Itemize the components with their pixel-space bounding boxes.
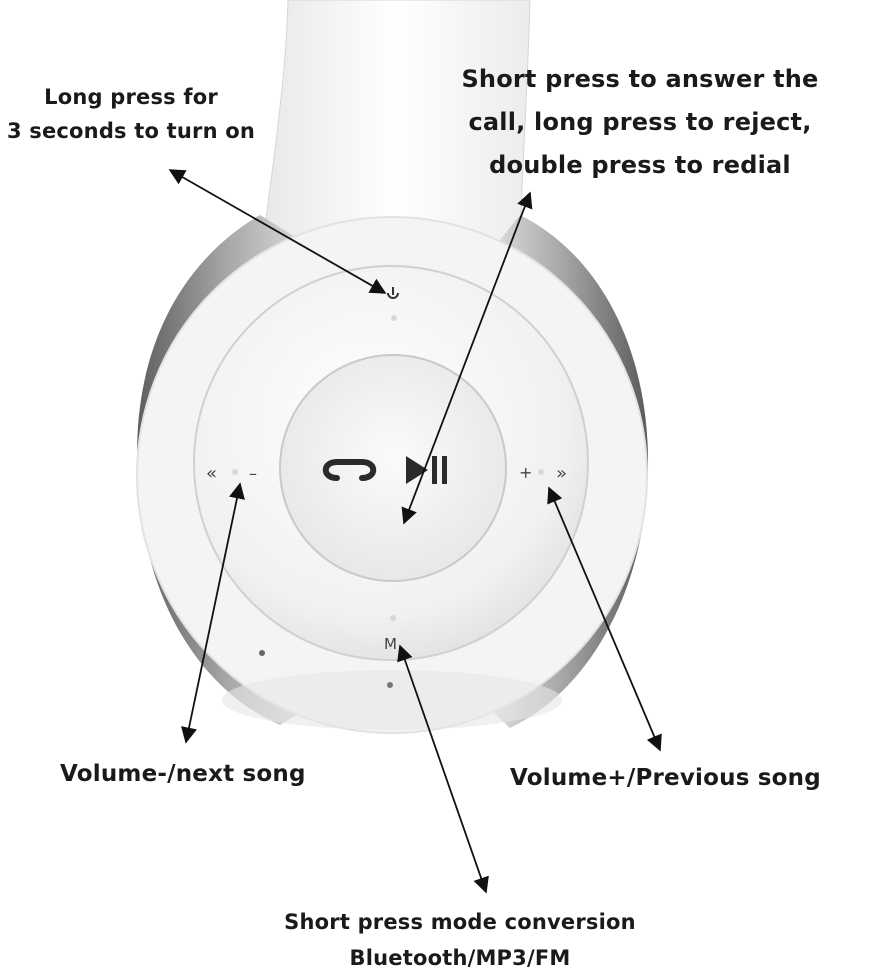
power-callout-line: Long press for: [44, 85, 218, 109]
microphone-hole: [259, 650, 265, 656]
arrow-power: [168, 169, 387, 294]
center-button[interactable]: [279, 354, 507, 582]
arrow-volume-down: [181, 482, 245, 744]
mode-button-icon[interactable]: M: [384, 635, 397, 653]
mode-callout: Short press mode conversion Bluetooth/MP…: [250, 904, 670, 976]
volume-up-icon[interactable]: +: [519, 463, 532, 482]
arrow-mode: [397, 644, 489, 894]
mode-callout-line: Bluetooth/MP3/FM: [349, 946, 571, 970]
arrow-answer: [401, 191, 533, 525]
volume-down-callout: Volume-/next song: [60, 756, 340, 792]
volume-down-callout-text: Volume-/next song: [60, 761, 306, 787]
microphone-hole: [387, 682, 393, 688]
arrow-volume-up: [547, 486, 662, 752]
answer-callout: Short press to answer the call, long pre…: [436, 58, 844, 187]
volume-up-callout-text: Volume+/Previous song: [510, 765, 821, 791]
phone-handset-icon: [322, 459, 377, 481]
answer-callout-line: call, long press to reject,: [468, 108, 812, 136]
rewind-icon[interactable]: «: [206, 463, 217, 484]
power-icon[interactable]: [387, 287, 399, 299]
answer-callout-line: double press to redial: [489, 151, 791, 179]
answer-callout-line: Short press to answer the: [461, 65, 819, 93]
mode-callout-line: Short press mode conversion: [284, 910, 636, 934]
power-callout: Long press for 3 seconds to turn on: [0, 80, 262, 148]
volume-down-icon[interactable]: –: [249, 464, 257, 483]
fast-forward-icon[interactable]: »: [556, 463, 567, 484]
volume-up-callout: Volume+/Previous song: [510, 760, 860, 796]
power-callout-line: 3 seconds to turn on: [6, 119, 256, 143]
